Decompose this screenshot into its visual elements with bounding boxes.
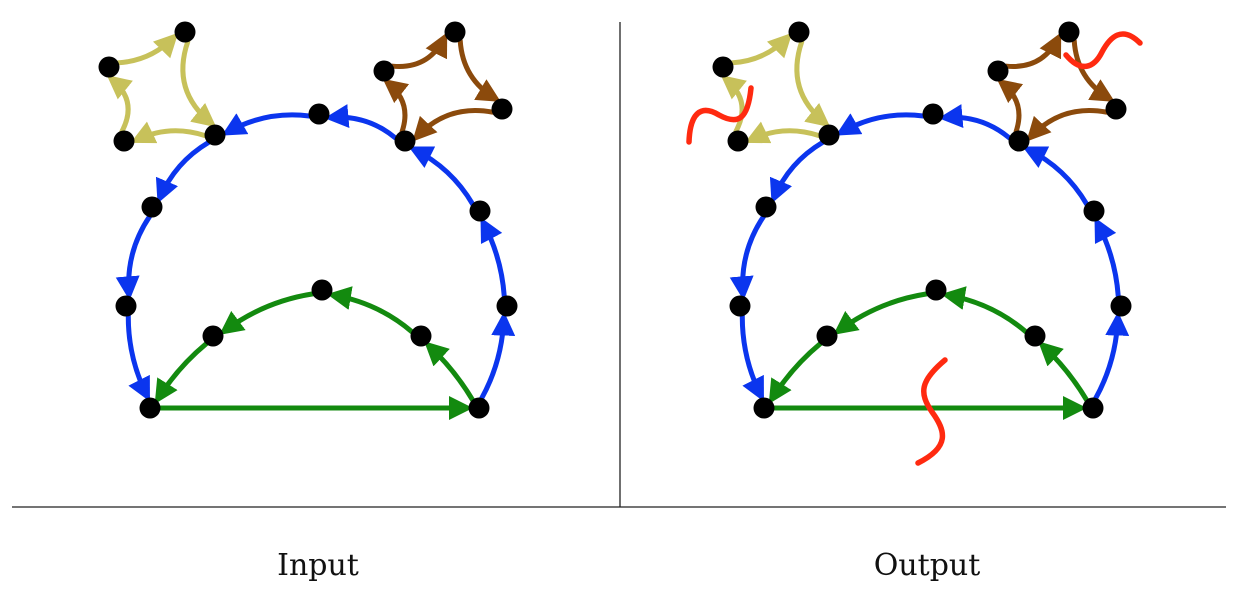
green-edge-g2-g1 xyxy=(833,291,930,335)
cut-mark-brown-cycle xyxy=(1063,31,1143,69)
graph-node-y1 xyxy=(174,21,196,43)
output-caption: Output xyxy=(873,548,981,583)
graph-node-g3 xyxy=(410,325,432,347)
graph-node-b3 xyxy=(491,98,513,120)
graph-node-g2 xyxy=(925,279,947,301)
graph-node-u3 xyxy=(729,295,751,317)
graph-node-u5 xyxy=(468,397,490,419)
blue-edge-u3-u4 xyxy=(739,313,764,402)
graph-node-g2 xyxy=(311,279,333,301)
blue-edge-u6-u7 xyxy=(1094,217,1121,299)
graph-node-u6 xyxy=(1110,295,1132,317)
brown-edge-b4-b2 xyxy=(996,78,1024,134)
graph-node-y2 xyxy=(712,56,734,78)
graph-node-u2 xyxy=(755,196,777,218)
brown-edge-b1-b3 xyxy=(457,38,501,102)
graph-node-u1 xyxy=(922,103,944,125)
blue-edge-b4-u1 xyxy=(938,104,1012,141)
green-edge-g3-g2 xyxy=(326,286,415,335)
yellow-edge-y3-y2 xyxy=(720,74,747,134)
output-panel xyxy=(686,21,1143,466)
brown-edge-b4-b2 xyxy=(382,78,410,134)
blue-edge-u5-u6 xyxy=(479,311,516,401)
graph-node-u7 xyxy=(469,200,491,222)
graph-node-g1 xyxy=(202,325,224,347)
yellow-edge-y1-y4 xyxy=(794,39,831,128)
input-panel xyxy=(98,21,518,421)
graph-node-g1 xyxy=(816,325,838,347)
graph-node-u7 xyxy=(1083,200,1105,222)
blue-edge-u3-u4 xyxy=(125,313,150,402)
blue-edge-u1-y4 xyxy=(221,112,312,136)
graph-node-y2 xyxy=(98,56,120,78)
yellow-edge-y4-y3 xyxy=(744,121,822,144)
graph-node-u5 xyxy=(1082,397,1104,419)
graph-node-u1 xyxy=(308,103,330,125)
green-edge-u5-g3 xyxy=(1038,341,1090,403)
graph-node-y3 xyxy=(113,130,135,152)
yellow-edge-y2-y1 xyxy=(729,32,793,66)
brown-edge-b2-b1 xyxy=(390,32,448,69)
brown-edge-b2-b1 xyxy=(1004,32,1062,69)
blue-edge-y4-u2 xyxy=(769,140,825,204)
graph-node-b1 xyxy=(1058,21,1080,43)
input-caption: Input xyxy=(277,548,359,583)
blue-edge-b4-u1 xyxy=(324,104,398,141)
graph-node-b2 xyxy=(373,60,395,82)
yellow-edge-y4-y3 xyxy=(130,121,208,144)
blue-edge-u7-b4 xyxy=(1022,146,1090,207)
yellow-edge-y2-y1 xyxy=(115,32,179,66)
brown-edge-b3-b4 xyxy=(1026,107,1110,142)
blue-edge-y4-u2 xyxy=(155,140,211,204)
green-edge-g1-u4 xyxy=(768,341,823,405)
blue-edge-u2-u3 xyxy=(115,214,152,301)
graph-node-b4 xyxy=(394,130,416,152)
yellow-edge-y1-y4 xyxy=(180,39,217,128)
graph-node-b3 xyxy=(1105,98,1127,120)
graph-node-y1 xyxy=(788,21,810,43)
green-edge-g1-u4 xyxy=(154,341,209,405)
yellow-edge-y3-y2 xyxy=(106,74,133,134)
green-edge-u5-g3 xyxy=(424,341,476,403)
graph-node-b2 xyxy=(987,60,1009,82)
graph-node-y3 xyxy=(727,130,749,152)
graph-node-u2 xyxy=(141,196,163,218)
graph-node-u6 xyxy=(496,295,518,317)
cut-mark-green-cycle xyxy=(915,357,948,466)
blue-edge-u6-u7 xyxy=(480,217,507,299)
blue-edge-u5-u6 xyxy=(1093,311,1130,401)
graph-node-b1 xyxy=(444,21,466,43)
blue-edge-u7-b4 xyxy=(408,146,476,207)
graph-node-y4 xyxy=(204,124,226,146)
brown-edge-b1-b3 xyxy=(1071,38,1115,102)
graph-node-b4 xyxy=(1008,130,1030,152)
graph-node-u4 xyxy=(139,397,161,419)
blue-edge-u1-y4 xyxy=(835,112,926,136)
green-edge-g3-g2 xyxy=(940,286,1029,335)
green-edge-g2-g1 xyxy=(219,291,316,335)
graph-node-g3 xyxy=(1024,325,1046,347)
blue-edge-u2-u3 xyxy=(729,214,766,301)
graph-node-y4 xyxy=(818,124,840,146)
brown-edge-b3-b4 xyxy=(412,107,496,142)
cut-mark-yellow-cycle xyxy=(686,85,754,145)
graph-node-u3 xyxy=(115,295,137,317)
graph-node-u4 xyxy=(753,397,775,419)
